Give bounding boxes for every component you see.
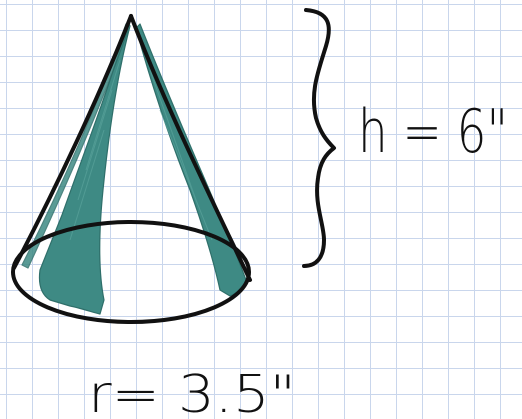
height-label: h = 6" (358, 97, 508, 167)
cone-outline (11, 14, 252, 324)
height-brace (302, 8, 336, 268)
cone-base (11, 220, 251, 324)
cone-left-edge (12, 14, 133, 270)
shading-texture (69, 59, 213, 241)
cone-shading (21, 21, 247, 315)
radius-label: r= 3.5" (88, 365, 296, 419)
